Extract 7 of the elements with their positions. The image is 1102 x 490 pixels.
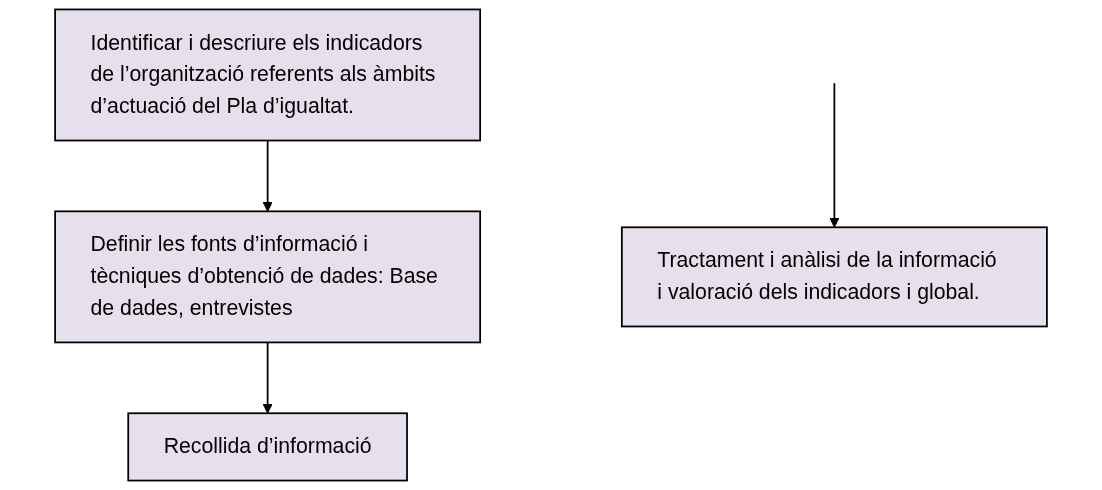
node-box: Identificar i descriure els indicadors de l’organització referents als àmbits d’actuació del Pla d’igualtat.: [54, 8, 482, 142]
arrow: [262, 139, 273, 212]
node-box: Tractament i anàlisi de la informació i valoració dels indicadors i global.: [620, 226, 1048, 328]
arrow: [262, 341, 273, 414]
node-box: Recollida d’informació: [127, 412, 408, 482]
arrow: [829, 82, 840, 228]
node-box: Definir les fonts d’informació i tècniques d’obtenció de dades: Base de dades, entrevistes: [54, 210, 482, 344]
